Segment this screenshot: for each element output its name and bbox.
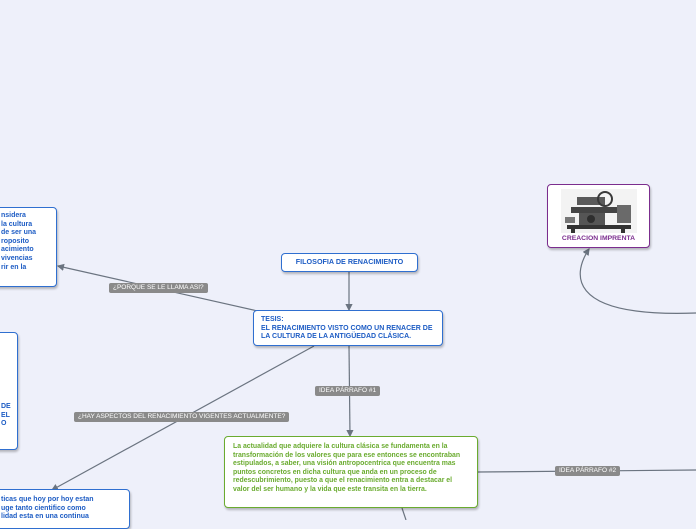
thesis-label: TESIS: <box>261 316 284 323</box>
printing-press-image <box>560 189 637 233</box>
link-idea1-down <box>401 507 407 520</box>
idea2-label[interactable]: IDEA PÁRRAFO #2 <box>555 466 621 476</box>
bottom-line: lidad esta en una continua <box>1 513 89 521</box>
left-top-line: la cultura <box>1 220 33 228</box>
left-mid-line: DE <box>1 403 11 410</box>
left-top-line: vivencias <box>1 254 33 262</box>
idea1-node[interactable]: La actualidad que adquiere la cultura cl… <box>224 436 478 508</box>
left-top-line: rir en la <box>1 263 27 271</box>
link-imprenta <box>579 248 696 314</box>
thesis-node[interactable]: TESIS: EL RENACIMIENTO VISTO COMO UN REN… <box>253 310 443 346</box>
root-node[interactable]: FILOSOFIA DE RENACIMIENTO <box>281 253 418 272</box>
imprenta-node[interactable]: CREACION IMPRENTA <box>547 184 650 248</box>
left-mid-line: O <box>1 420 7 428</box>
left-top-line: acimiento <box>1 246 34 254</box>
idea1-label[interactable]: IDEA PÁRRAFO #1 <box>315 386 381 396</box>
thesis-text: EL RENACIMIENTO VISTO COMO UN RENACER DE… <box>261 324 433 341</box>
idea1-text: La actualidad que adquiere la cultura cl… <box>233 443 461 493</box>
porque-label[interactable]: ¿PORQUE SE LE LLAMA ASI? <box>109 283 208 293</box>
bottom-left-node[interactable]: ticas que hoy por hoy estan uge tanto ci… <box>0 489 130 529</box>
root-title: FILOSOFIA DE RENACIMIENTO <box>295 257 404 266</box>
left-top-line: de ser una <box>1 229 37 237</box>
bottom-line: uge tanto cientifico como <box>1 504 86 512</box>
left-top-line: nsidera <box>1 212 26 219</box>
left-mid-node[interactable]: DE EL O <box>0 332 18 450</box>
left-top-line: roposito <box>1 237 29 245</box>
left-mid-line: EL <box>1 411 10 419</box>
imprenta-title: CREACION IMPRENTA <box>561 235 636 242</box>
aspectos-label[interactable]: ¿HAY ASPECTOS DEL RENACIMIENTO VIGENTES … <box>74 412 290 422</box>
left-top-node[interactable]: nsidera la cultura de ser una roposito a… <box>0 207 57 287</box>
bottom-line: ticas que hoy por hoy estan <box>1 496 94 503</box>
